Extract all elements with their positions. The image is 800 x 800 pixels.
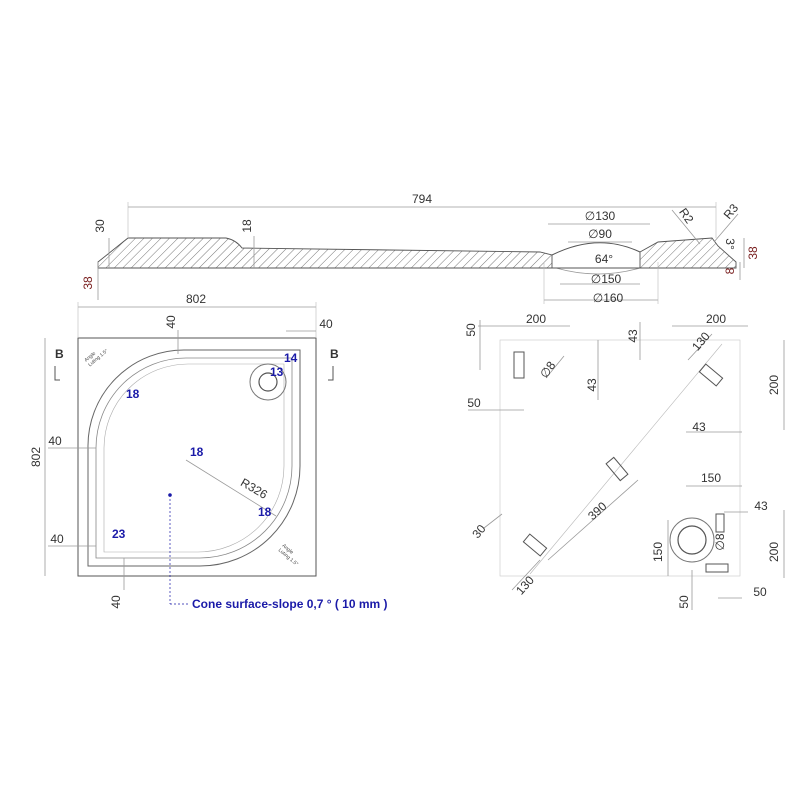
tray-rim-outer	[87, 349, 301, 567]
leader-r3	[713, 213, 739, 243]
drain-side-bracket	[715, 513, 725, 533]
dim-hole-8-left: ∅8	[537, 358, 558, 380]
plan-view: 802 802 40 40 40 40 40 R326 B B Angle Lu…	[29, 292, 388, 611]
dim-38-right: 38	[746, 246, 760, 260]
dim-794: 794	[412, 192, 432, 206]
dim-130-bottom: 130	[513, 573, 537, 597]
dim-390: 390	[585, 499, 609, 523]
cross-section-view: 794 30 38 18 ∅130 ∅90 64° ∅150 ∅160 R2 R…	[81, 192, 760, 305]
dim-hole-8-drain: ∅8	[713, 533, 727, 550]
dim-line-130-bottom	[511, 559, 541, 591]
section-arrow-right	[328, 366, 334, 381]
dim-40-left: 40	[48, 434, 62, 448]
dim-200-right: 200	[767, 375, 781, 395]
thickness-top-left: 18	[126, 387, 140, 401]
dim-drain-90: ∅90	[588, 227, 612, 241]
dim-50-bottom-right: 50	[753, 585, 767, 599]
section-mark-left: B	[55, 347, 64, 361]
dim-cone-64: 64°	[595, 252, 613, 266]
dim-40-bottom: 40	[109, 595, 123, 609]
section-mark-right: B	[330, 347, 339, 361]
dim-43-a: 43	[585, 378, 599, 392]
dim-40-top: 40	[164, 315, 178, 329]
leader-hole-8-left	[545, 355, 565, 379]
thickness-corner: 14	[284, 351, 298, 365]
radius-leader	[185, 459, 277, 517]
dim-drain-160: ∅160	[593, 291, 624, 305]
thickness-center: 18	[190, 445, 204, 459]
tray-outline	[77, 337, 317, 577]
foot-bracket-lower-left	[522, 533, 548, 557]
section-profile-left	[97, 237, 553, 269]
dim-200-bottom-right: 200	[767, 542, 781, 562]
dim-drain-150: ∅150	[591, 272, 622, 286]
dim-drain-130: ∅130	[585, 209, 616, 223]
dim-8-base: 8	[723, 267, 737, 274]
drain-outer-ring	[249, 363, 287, 401]
dim-802-height: 802	[29, 447, 43, 467]
drain-bottom-curve	[555, 267, 641, 275]
dim-r2: R2	[676, 205, 696, 226]
dim-130-top: 130	[689, 329, 713, 354]
section-profile-right	[639, 237, 737, 269]
foot-bracket-top-left	[513, 351, 525, 379]
tray-rim-innermost	[103, 363, 285, 553]
dim-angle-3: 3°	[723, 238, 737, 250]
thickness-lower-right: 18	[258, 505, 272, 519]
foot-bracket-bottom-right	[705, 563, 729, 573]
underside-diagonal	[529, 343, 723, 575]
dim-30-left: 30	[469, 522, 489, 541]
section-arrow-left	[54, 366, 60, 381]
dim-r3: R3	[721, 201, 742, 222]
dim-200-top-left: 200	[526, 312, 546, 326]
dim-50-mid: 50	[467, 396, 481, 410]
thickness-lower-left: 23	[112, 527, 126, 541]
angle-note-top: Angle Luting 1.5°	[83, 348, 109, 368]
dim-line-30-left	[483, 513, 503, 529]
leader-r2	[671, 209, 701, 245]
dim-802-width: 802	[186, 292, 206, 306]
dim-38-left: 38	[81, 276, 95, 290]
foot-bracket-center	[605, 456, 629, 482]
cone-slope-note: Cone surface-slope 0,7 ° ( 10 mm )	[192, 597, 388, 611]
dim-43-drain: 43	[754, 499, 768, 513]
dim-50-top: 50	[464, 323, 478, 337]
underside-view: 200 200 50 50 ∅8 43 43 130 200 43 390 15…	[464, 312, 785, 610]
drain-inner-ring	[258, 372, 278, 392]
thickness-drain: 13	[270, 365, 284, 379]
underside-outline	[499, 339, 741, 577]
dim-200-top-right: 200	[706, 312, 726, 326]
drain-cone-curve	[551, 242, 641, 256]
dim-line-130-top	[687, 333, 713, 361]
angle-note-bottom: Angle Luting 1.5°	[277, 543, 299, 568]
dim-40-lower-left: 40	[50, 532, 64, 546]
dim-150-v: 150	[651, 542, 665, 562]
tray-rim-inner	[95, 357, 293, 559]
dim-30: 30	[93, 219, 107, 233]
dim-40-top-right: 40	[319, 317, 333, 331]
underside-drain-outer	[669, 517, 715, 563]
dim-150-h: 150	[701, 471, 721, 485]
dim-line-390	[547, 479, 639, 561]
dim-43-right: 43	[692, 420, 706, 434]
underside-drain-inner	[677, 525, 707, 555]
dim-43-b: 43	[626, 329, 640, 343]
dim-radius-r326: R326	[238, 475, 270, 502]
foot-bracket-top-right	[698, 363, 724, 387]
dim-50-bottom-left: 50	[677, 595, 691, 609]
dim-18-step: 18	[240, 219, 254, 233]
